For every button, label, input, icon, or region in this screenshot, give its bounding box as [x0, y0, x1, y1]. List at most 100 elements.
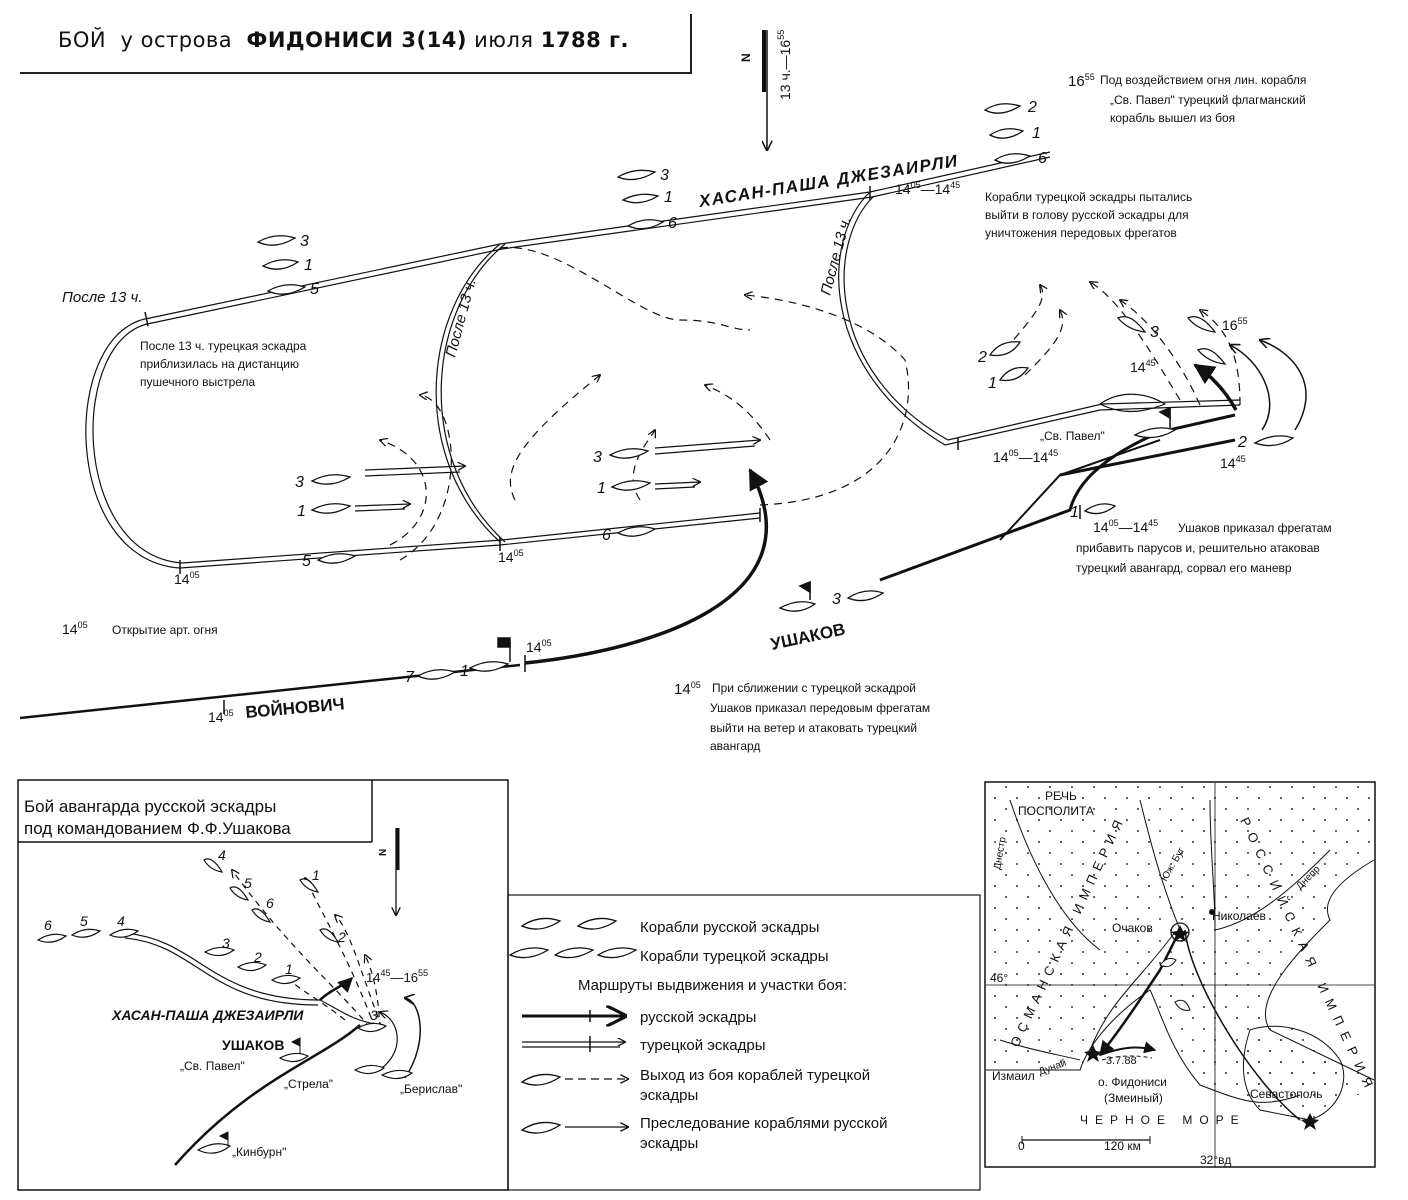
title-frame [20, 14, 692, 74]
loc-izmail: Измаил [992, 1069, 1035, 1083]
turkish-ship-1-a [310, 503, 352, 514]
num-1: 1 [297, 503, 306, 520]
note-escape-l1: Корабли турецкой эскадры пытались [985, 190, 1192, 204]
num-1: 1 [597, 480, 606, 497]
north-label: N [739, 53, 753, 62]
inset-num-4: 4 [117, 913, 125, 929]
inset-strela: „Стрела" [284, 1077, 333, 1091]
inset-num-3a: 3 [222, 935, 230, 951]
north-time-sup: 55 [776, 30, 786, 40]
turkish-ship-3-b [608, 448, 650, 459]
turkish-ship-tracks [354, 440, 760, 512]
loc-fidonisi: о. Фидониси [1098, 1075, 1167, 1089]
note-after13-label: После 13 ч. [62, 289, 142, 306]
legend: Корабли русской эскадры Корабли турецкой… [507, 894, 981, 1191]
inset-vanguard: Бой авангарда русской эскадры под команд… [17, 779, 509, 1191]
russian-ship-7 [416, 669, 457, 680]
note-ushakov-l1: Ушаков приказал фрегатам [1178, 521, 1332, 535]
num-2: 2 [1237, 434, 1247, 451]
turkish-ship-3-right [1116, 315, 1147, 333]
russian-ship-3-ushakov [846, 590, 885, 602]
num-3: 3 [300, 233, 309, 250]
russian-ship-sv-pavel [1133, 427, 1177, 439]
route-label-after13-a: После 13 ч. [442, 277, 479, 359]
note-approach-l1: При сближении с турецкой эскадрой [712, 681, 916, 695]
num-7: 7 [405, 669, 415, 686]
inset-num-1a: 1 [312, 867, 320, 883]
num-3: 3 [593, 449, 602, 466]
note-open-fire: Открытие арт. огня [112, 623, 218, 637]
ushakov-name: УШАКОВ [769, 620, 847, 654]
locator-map: РЕЧЬ ПОСПОЛИТА Днестр Юж. Буг Днепр Очак… [984, 781, 1379, 1168]
title-part2: у острова [120, 28, 233, 52]
num-3: 3 [660, 167, 669, 184]
inset-num-2a: 2 [337, 929, 346, 945]
loc-ochakov: Очаков [1112, 921, 1153, 935]
num-5: 5 [310, 281, 319, 298]
time-1405-voinovich: 1405 [526, 638, 552, 655]
time-1405-center: 1405 [498, 548, 524, 565]
num-6: 6 [1038, 150, 1047, 167]
note-escape-l2: выйти в голову русской эскадры для [985, 208, 1189, 222]
legend-russian-ships: Корабли русской эскадры [640, 919, 819, 936]
turkish-ship-1-mid [621, 193, 660, 204]
note-approach-time: 1405 [674, 680, 701, 698]
time-1655: 1655 [1222, 316, 1248, 333]
legend-turkish-ships: Корабли турецкой эскадры [640, 948, 829, 965]
inset-num-3b: 3 [370, 1007, 378, 1023]
legend-turkish-route: турецкой эскадры [640, 1037, 766, 1054]
loc-sevastopol: Севастополь [1250, 1087, 1322, 1101]
flags [497, 406, 1171, 662]
legend-pursuit-l2: эскадры [640, 1135, 698, 1152]
turkish-ship-1-b [610, 480, 652, 491]
inset-num-4b: 4 [218, 847, 226, 863]
time-labels: 1405—1445 1445 1655 1405—1445 1445 1405—… [174, 180, 1248, 725]
time-1405-1445-mid: 1405—1445 [993, 448, 1058, 465]
title-part4: июля [474, 28, 534, 52]
note-ushakov-l3: турецкий авангард, сорвал его маневр [1076, 561, 1292, 575]
turkish-ship-1-top [988, 128, 1025, 139]
time-1405-bottom: 1405 [208, 708, 234, 725]
num-1: 1 [988, 375, 997, 392]
inset-num-6b: 6 [266, 895, 274, 911]
note-1655-time: 1655 [1068, 72, 1095, 90]
ship-number-labels: 2 1 6 3 1 6 3 1 5 3 1 5 3 1 6 2 1 3 2 1 … [295, 99, 1247, 686]
russian-ship-2-right [1253, 435, 1295, 447]
note-after13-l2: приблизилась на дистанцию [140, 357, 299, 371]
legend-exit-l1: Выход из боя кораблей турецкой [640, 1067, 870, 1084]
note-1655-l2: „Св. Павел" турецкий флагманский [1110, 93, 1306, 107]
num-2: 2 [977, 349, 987, 366]
inset-ushakov: УШАКОВ [222, 1037, 284, 1053]
inset-kinburn: „Кинбурн" [232, 1145, 286, 1159]
north-time-main: 13 ч.—16 [777, 40, 793, 100]
title-part3: ФИДОНИСИ 3(14) [246, 28, 467, 52]
loc-lon: 32°вд [1200, 1153, 1231, 1167]
inset-north: N [378, 849, 389, 856]
num-1: 1 [664, 189, 673, 206]
route-ticks [144, 186, 1081, 714]
note-after13-l3: пушечного выстрела [140, 375, 256, 389]
voinovich-name: ВОЙНОВИЧ [245, 694, 346, 722]
loc-nikolaev: Николаев [1212, 909, 1266, 923]
inset-sv-pavel: „Св. Павел" [180, 1059, 245, 1073]
loc-date: 3.7.88 [1106, 1055, 1137, 1067]
north-time: 13 ч.—1655 [776, 30, 793, 100]
russian-ship-1-voinovich [468, 661, 510, 672]
num-6: 6 [668, 215, 677, 232]
num-1: 1 [1032, 125, 1041, 142]
inset-num-2b: 2 [253, 949, 262, 965]
title-part1: БОЙ [58, 28, 107, 52]
note-after13-l1: После 13 ч. турецкая эскадра [140, 339, 307, 353]
num-1: 1 [460, 663, 469, 680]
num-3: 3 [295, 474, 304, 491]
turkish-ship-3-left [256, 235, 297, 246]
num-2: 2 [1027, 99, 1037, 116]
loc-sea: ЧЕРНОЕ МОРЕ [1080, 1113, 1246, 1127]
time-1445-b: 1445 [1220, 454, 1246, 471]
inset-num-5b: 5 [244, 875, 252, 891]
map-title: БОЙ у острова ФИДОНИСИ 3(14) июля 1788 г… [58, 28, 629, 52]
title-part5: 1788 г. [540, 28, 629, 52]
inset-time: 1445—1655 [366, 968, 428, 985]
russian-ship-1-right [1083, 503, 1117, 515]
turkish-ship-6-top [993, 153, 1032, 164]
